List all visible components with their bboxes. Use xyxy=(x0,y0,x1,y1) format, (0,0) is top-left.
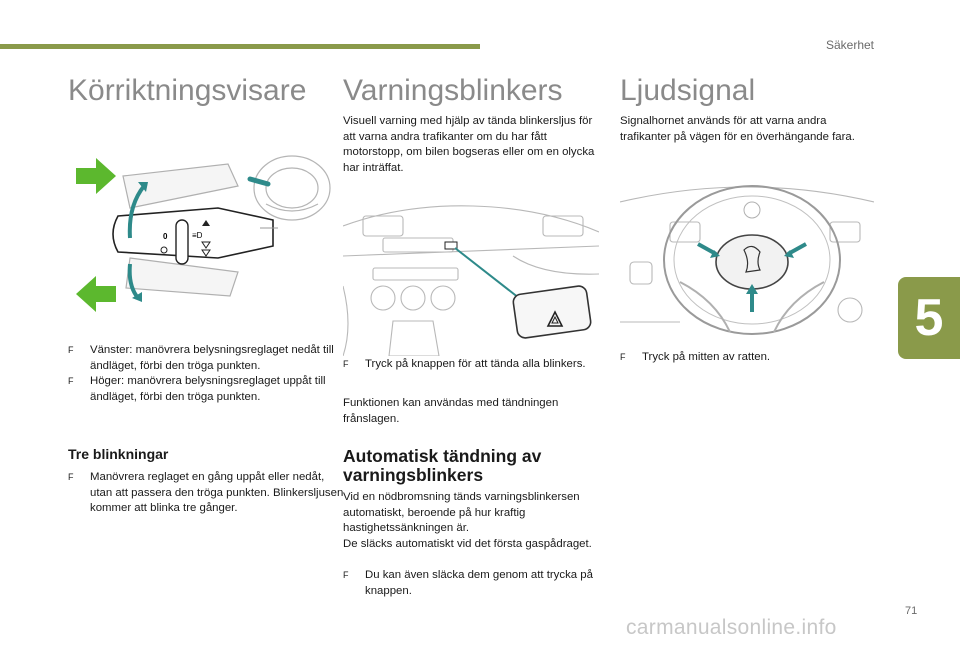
horn-press-text: Tryck på mitten av ratten. xyxy=(642,351,771,363)
three-blinks-heading: Tre blinkningar xyxy=(68,446,169,462)
horn-intro: Signalhornet används för att varna andra… xyxy=(620,115,855,143)
header-accent-bar xyxy=(0,44,480,49)
bullet-marker: F xyxy=(68,376,74,386)
turn-right-text: Höger: manövrera belysningsreglaget uppå… xyxy=(90,375,326,403)
bullet-marker: F xyxy=(343,359,349,369)
auto-hazard-bullet-text: Du kan även släcka dem genom att trycka … xyxy=(365,569,593,597)
hazard-title: Varningsblinkers xyxy=(343,74,563,107)
hazard-intro: Visuell varning med hjälp av tända blink… xyxy=(343,115,595,174)
page-number: 71 xyxy=(905,605,918,617)
bullet-marker: F xyxy=(620,352,626,362)
section-label: Säkerhet xyxy=(825,38,874,52)
watermark: carmanualsonline.info xyxy=(626,616,837,639)
horn-title: Ljudsignal xyxy=(620,74,756,107)
auto-hazard-text-1: Vid en nödbromsning tänds varningsblinke… xyxy=(343,491,580,535)
turn-left-text: Vänster: manövrera belysningsreglaget ne… xyxy=(90,344,334,372)
bullet-marker: F xyxy=(343,570,349,580)
chapter-number: 5 xyxy=(914,289,944,347)
chapter-tab: 5 xyxy=(898,277,960,359)
hazard-button-figure xyxy=(343,186,599,356)
turn-signal-stalk-figure: 0 ≡D xyxy=(68,146,333,321)
bullet-marker: F xyxy=(68,345,74,355)
bullet-marker: F xyxy=(68,472,74,482)
auto-hazard-bullet: F Du kan även släcka dem genom att tryck… xyxy=(343,568,621,599)
svg-text:0: 0 xyxy=(163,232,168,241)
turn-right-bullet: F Höger: manövrera belysningsreglaget up… xyxy=(68,374,348,405)
auto-hazard-heading: Automatisk tändning av varningsblinkers xyxy=(343,446,542,485)
three-blinks-bullet: F Manövrera reglaget en gång uppåt eller… xyxy=(68,470,348,517)
turn-signal-title: Körriktningsvisare xyxy=(68,74,307,107)
three-blinks-text: Manövrera reglaget en gång uppåt eller n… xyxy=(90,471,344,515)
hazard-press-text: Tryck på knappen för att tända alla blin… xyxy=(365,358,586,370)
hazard-note: Funktionen kan användas med tändningen f… xyxy=(343,397,559,425)
turn-left-bullet: F Vänster: manövrera belysningsreglaget … xyxy=(68,343,348,374)
horn-press-bullet: F Tryck på mitten av ratten. xyxy=(620,350,897,366)
auto-hazard-text-2: De släcks automatiskt vid det första gas… xyxy=(343,538,592,550)
horn-steering-wheel-figure xyxy=(620,172,874,344)
svg-text:≡D: ≡D xyxy=(192,231,203,240)
hazard-press-bullet: F Tryck på knappen för att tända alla bl… xyxy=(343,357,621,373)
